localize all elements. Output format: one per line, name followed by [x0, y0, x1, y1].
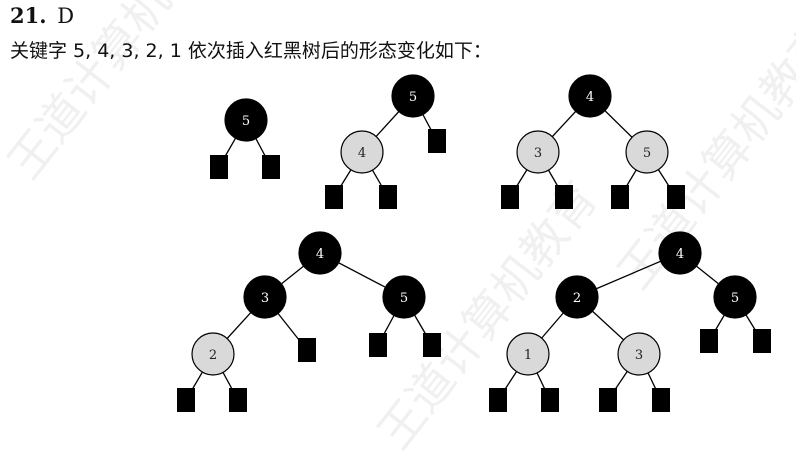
nil-leaf	[262, 155, 280, 179]
black-node	[382, 275, 426, 319]
black-node	[713, 275, 757, 319]
nil-leaf	[229, 388, 247, 412]
black-node	[224, 98, 268, 142]
node-key: 5	[400, 291, 408, 306]
black-node	[555, 275, 599, 319]
rb-tree-3: 4 3 5	[501, 74, 685, 209]
explanation-text: 关键字 5, 4, 3, 2, 1 依次插入红黑树后的形态变化如下：	[10, 40, 492, 62]
rb-tree-2: 54	[325, 74, 446, 209]
node-key: 2	[573, 291, 581, 306]
black-node	[391, 74, 435, 118]
nil-leaf	[177, 388, 195, 412]
nil-leaf	[541, 388, 559, 412]
node-key: 2	[209, 348, 217, 363]
red-node	[516, 130, 560, 174]
nil-leaf	[298, 338, 316, 362]
rb-tree-1: 5	[210, 98, 280, 179]
node-key: 5	[242, 114, 250, 129]
question-header: 21. D	[10, 2, 74, 30]
red-node	[191, 332, 235, 376]
nil-leaf	[325, 185, 343, 209]
node-key: 3	[534, 146, 542, 161]
question-number: 21.	[10, 3, 47, 28]
black-node	[243, 275, 287, 319]
node-key: 4	[586, 90, 594, 105]
node-key: 4	[358, 146, 366, 161]
nil-leaf	[667, 185, 685, 209]
node-key: 5	[731, 291, 739, 306]
nil-leaf	[599, 388, 617, 412]
red-node	[617, 332, 661, 376]
question-answer: D	[57, 4, 75, 28]
nil-leaf	[611, 185, 629, 209]
black-node	[568, 74, 612, 118]
nil-leaf	[379, 185, 397, 209]
rb-tree-5: 4 2 5 1 3	[489, 231, 771, 412]
nil-leaf	[210, 155, 228, 179]
nil-leaf	[501, 185, 519, 209]
node-key: 4	[316, 247, 324, 262]
red-node	[340, 130, 384, 174]
node-key: 5	[643, 146, 651, 161]
node-key: 3	[261, 291, 269, 306]
rb-tree-4: 4 3 5 2	[177, 231, 441, 412]
nil-leaf	[428, 129, 446, 153]
node-key: 5	[409, 90, 417, 105]
red-node	[506, 332, 550, 376]
nil-leaf	[700, 329, 718, 353]
node-key: 3	[635, 348, 643, 363]
nil-leaf	[489, 388, 507, 412]
node-key: 1	[524, 348, 532, 363]
node-key: 4	[676, 247, 684, 262]
black-node	[658, 231, 702, 275]
red-node	[625, 130, 669, 174]
nil-leaf	[555, 185, 573, 209]
black-node	[298, 231, 342, 275]
nil-leaf	[369, 333, 387, 357]
nil-leaf	[753, 329, 771, 353]
nil-leaf	[423, 333, 441, 357]
nil-leaf	[652, 388, 670, 412]
